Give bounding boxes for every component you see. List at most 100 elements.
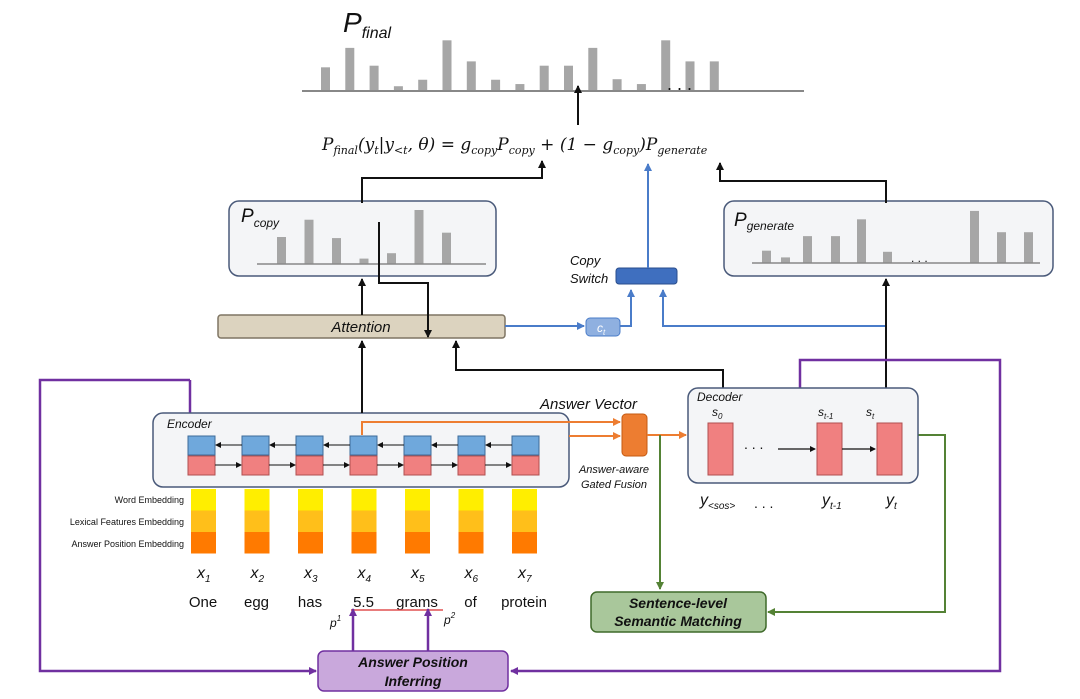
embedding-cell-2-3: [244, 532, 270, 554]
decoder-panel: Decoder s0 st-1 st . . .: [687, 387, 919, 484]
p-generate-bar-2: [781, 257, 790, 263]
encoder-cell-top-6: [457, 435, 486, 456]
p-generate-bar-7: [970, 210, 979, 263]
input-word-4: 5.5: [353, 594, 374, 611]
input-symbol-1: x1: [196, 565, 211, 585]
p-copy-bar-5: [387, 253, 396, 264]
decoder-st-label: st: [866, 405, 875, 421]
encoder-cell-top-1: [187, 435, 216, 456]
input-word-2: egg: [244, 594, 269, 611]
decoder-sprev-label: st-1: [818, 405, 833, 421]
embedding-cell-3-3: [298, 532, 323, 554]
word-embedding-label: Word Embedding: [115, 495, 184, 505]
p-final-bar-9: [515, 84, 525, 90]
input-word-5: grams: [396, 594, 438, 611]
context-to-switch-arrow: [620, 289, 635, 327]
decoder-s0-label: s0: [712, 405, 723, 421]
encoder-to-answer-position-arrow: [38, 378, 317, 675]
p-final-bar-8: [491, 79, 501, 90]
p-generate-panel: Pgenerate . . .: [723, 200, 1054, 277]
encoder-cell-top-5: [403, 435, 432, 456]
input-word-1: One: [189, 594, 217, 611]
answer-position-box: [317, 650, 509, 692]
input-symbol-6: x6: [464, 565, 479, 585]
p-generate-bar-6: [883, 251, 892, 263]
encoder-cell-bottom-2: [241, 455, 270, 476]
pcopy-to-formula-arrow: [361, 160, 546, 203]
answer-position-embedding-label: Answer Position Embedding: [71, 539, 184, 549]
embedding-cell-4-3: [351, 532, 377, 554]
decoder-box: [687, 387, 919, 484]
p2-label: p2: [443, 611, 456, 627]
final-formula: Pfinal(yt|y<t, θ) = gcopyPcopy + (1 − gc…: [321, 135, 708, 157]
p-generate-bar-5: [857, 219, 866, 263]
p-final-bar-17: [709, 61, 719, 90]
answer-position-line2: Inferring: [385, 673, 442, 689]
embedding-cell-5-1: [405, 489, 430, 511]
p-final-distribution: Pfinal . . .: [302, 7, 804, 94]
embedding-cell-4-1: [351, 489, 377, 511]
embedding-cell-2-2: [244, 510, 270, 532]
encoder-cell-top-4: [349, 435, 378, 456]
p-generate-label: Pgenerate: [734, 210, 794, 233]
attention-label: Attention: [330, 319, 390, 336]
input-symbol-3: x3: [303, 565, 318, 585]
p-generate-bar-1: [762, 250, 771, 263]
encoder-cell-bottom-7: [511, 455, 540, 476]
output-dots: . . .: [754, 495, 773, 511]
embedding-cell-1-3: [191, 532, 216, 554]
input-word-3: has: [298, 594, 322, 611]
p-generate-bar-3: [803, 236, 812, 263]
embedding-cell-6-3: [458, 532, 484, 554]
p-final-bars: [321, 40, 719, 90]
p-copy-bar-4: [359, 258, 369, 264]
output-y-prev: yt-1: [821, 492, 842, 512]
embedding-cell-1-2: [191, 510, 216, 532]
p-final-bar-3: [369, 65, 379, 90]
decoder-to-answer-position-arrow: [510, 358, 1002, 675]
embedding-cell-7-3: [512, 532, 537, 554]
p1-label: p1: [329, 614, 341, 630]
embedding-cell-4-2: [351, 510, 377, 532]
decoder-cell-st: [876, 422, 903, 476]
input-symbol-4: x4: [357, 565, 372, 585]
p-final-ellipsis: . . .: [667, 74, 692, 94]
gated-fusion-box: [621, 413, 648, 457]
p-generate-bars: [762, 210, 1033, 263]
encoder-cell-bottom-4: [349, 455, 378, 476]
p-final-bar-5: [418, 79, 428, 90]
p-copy-panel: Pcopy: [228, 200, 497, 277]
decoder-label: Decoder: [697, 390, 743, 404]
encoder-cell-bottom-1: [187, 455, 216, 476]
encoder-cell-bottom-6: [457, 455, 486, 476]
decoder-to-switch-arrow: [659, 289, 886, 327]
gated-fusion-label-line1: Answer-aware: [578, 464, 649, 476]
p-generate-bar-8: [997, 232, 1006, 263]
p-final-bar-6: [442, 40, 452, 90]
p-copy-bar-2: [304, 219, 314, 264]
input-word-7: protein: [501, 594, 547, 611]
copy-switch-label-line1: Copy: [570, 253, 602, 268]
p-final-bar-15: [661, 40, 671, 90]
p-generate-ellipsis: . . .: [911, 251, 928, 265]
embedding-columns: [191, 489, 537, 554]
p-final-bar-12: [588, 47, 598, 90]
encoder-cell-top-3: [295, 435, 324, 456]
copy-switch-box: [615, 267, 678, 285]
p-copy-bar-1: [277, 237, 286, 264]
encoder-label: Encoder: [167, 417, 213, 431]
context-vector-label: ct: [597, 321, 606, 337]
embedding-cell-3-2: [298, 510, 323, 532]
p-final-bar-7: [466, 61, 476, 90]
p-final-bar-14: [636, 84, 646, 90]
p-copy-bars: [277, 210, 451, 264]
embedding-cell-2-1: [244, 489, 270, 511]
input-symbol-2: x2: [250, 565, 265, 585]
p-copy-label: Pcopy: [241, 206, 280, 230]
embedding-cell-6-1: [458, 489, 484, 511]
input-symbol-7: x7: [517, 565, 532, 585]
embedding-labels: Word Embedding Lexical Features Embeddin…: [70, 495, 184, 549]
decoder-cell-sprev: [816, 422, 843, 476]
decoder-dots: . . .: [744, 436, 763, 452]
embedding-cell-1-1: [191, 489, 216, 511]
